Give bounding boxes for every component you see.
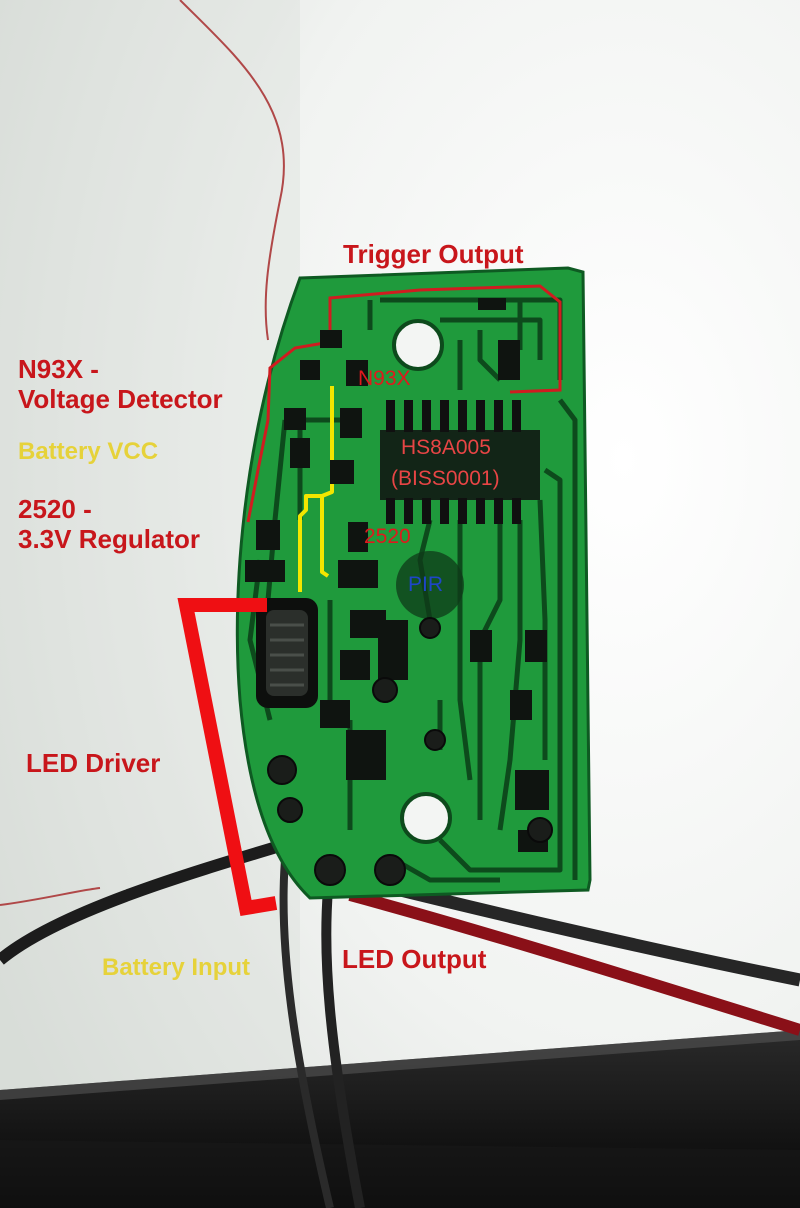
label-n93x-line1: N93X -	[18, 354, 99, 384]
light-box-edge	[0, 1140, 800, 1208]
label-led-driver: LED Driver	[26, 748, 161, 778]
label-regulator-line1: 2520 -	[18, 494, 92, 524]
battery-vcc-trace	[298, 386, 334, 592]
thin-red-wire-left	[0, 887, 101, 906]
label-regulator-line2: 3.3V Regulator	[18, 524, 201, 554]
board-label-n93x: N93X	[358, 367, 411, 390]
mounting-hole-top	[392, 319, 444, 371]
thin-red-wire	[179, 0, 285, 341]
inductor	[256, 598, 318, 708]
label-n93x-line2: Voltage Detector	[18, 384, 223, 414]
label-trigger-output: Trigger Output	[343, 239, 524, 269]
label-battery-vcc: Battery VCC	[18, 438, 159, 465]
battery-wire-black-2	[321, 869, 365, 1208]
battery-wire-black-1	[0, 834, 302, 965]
led-wire-red	[348, 889, 800, 1036]
mounting-hole-bottom	[400, 792, 452, 844]
floor-edge-highlight	[0, 1030, 800, 1100]
board-label-2520: 2520	[364, 525, 411, 548]
led-driver-bracket	[177, 598, 278, 917]
pir-sensor	[396, 551, 464, 619]
board-label-pir: PIR	[408, 573, 444, 596]
ic-chip	[380, 400, 540, 524]
solder-pads	[267, 617, 553, 886]
smd-pads	[245, 298, 549, 852]
label-battery-input: Battery Input	[102, 954, 251, 981]
board-label-ic-line2: (BISS0001)	[391, 467, 500, 490]
board-label-ic-line1: HS8A005	[401, 436, 491, 459]
label-led-output: LED Output	[342, 944, 487, 974]
trigger-output-trace	[246, 284, 562, 523]
